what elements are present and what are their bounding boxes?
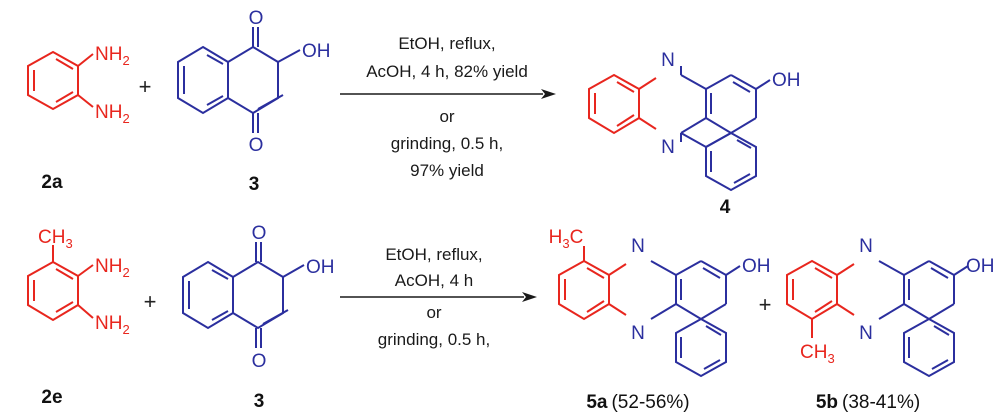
compound-2a-label: 2a bbox=[41, 172, 63, 193]
compound-5a-n-bottom: N bbox=[631, 323, 645, 344]
compound-4-label: 4 bbox=[720, 197, 731, 218]
compound-3-o-bottom-r1: O bbox=[249, 135, 264, 156]
compound-2e-nh2-top: NH2 bbox=[95, 256, 130, 280]
compound-5a-n-top: N bbox=[631, 236, 645, 257]
reaction1-condition-line2: AcOH, 4 h, 82% yield bbox=[366, 62, 528, 81]
compound-4-n-bottom: N bbox=[661, 137, 675, 158]
compound-5b-oh: OH bbox=[966, 256, 995, 277]
compound-3-o-bottom-r2: O bbox=[252, 351, 267, 372]
compound-2e-nh2-bottom: NH2 bbox=[95, 313, 130, 337]
compound-5a-label: 5a(52-56%) bbox=[586, 392, 689, 413]
compound-4-n-top: N bbox=[661, 50, 675, 71]
compound-5b-structure bbox=[786, 259, 969, 378]
reaction1-condition-yield: 97% yield bbox=[410, 161, 484, 180]
compound-2a-nh2-bottom: NH2 bbox=[95, 102, 130, 126]
compound-3-oh-r2: OH bbox=[306, 257, 335, 278]
reaction2-condition-line2: AcOH, 4 h bbox=[395, 271, 473, 290]
compound-5b-label: 5b(38-41%) bbox=[816, 392, 920, 413]
compound-5a-oh: OH bbox=[742, 256, 771, 277]
compound-4-structure bbox=[588, 66, 771, 192]
reaction2-arrow bbox=[340, 292, 537, 302]
reaction1-condition-grinding: grinding, 0.5 h, bbox=[391, 134, 503, 153]
reaction2-condition-or: or bbox=[426, 303, 441, 322]
compound-5a-structure bbox=[558, 246, 741, 378]
compound-2a-nh2-top: NH2 bbox=[95, 44, 130, 68]
compound-3-structure-r1 bbox=[177, 27, 301, 133]
compound-5a-h3c: H3C bbox=[549, 227, 584, 251]
compound-5b-n-top: N bbox=[859, 236, 873, 257]
compound-3-o-top-r1: O bbox=[249, 8, 264, 29]
reaction1-plus: + bbox=[139, 74, 152, 99]
compound-5b-n-bottom: N bbox=[859, 323, 873, 344]
compound-2e-label: 2e bbox=[41, 387, 62, 408]
compound-5b-ch3: CH3 bbox=[800, 342, 835, 366]
compound-4-oh: OH bbox=[772, 70, 801, 91]
compound-2a-structure bbox=[27, 50, 94, 111]
compound-3-label-r2: 3 bbox=[254, 391, 265, 412]
compound-3-o-top-r2: O bbox=[252, 223, 267, 244]
products-plus: + bbox=[759, 292, 772, 317]
reaction2-condition-line1: EtOH, reflux, bbox=[385, 245, 482, 264]
reaction1-arrow bbox=[340, 89, 556, 99]
reaction1-condition-or: or bbox=[439, 107, 454, 126]
compound-3-structure-r2 bbox=[182, 242, 305, 348]
compound-3-oh-r1: OH bbox=[302, 41, 331, 62]
reaction1-condition-line1: EtOH, reflux, bbox=[398, 34, 495, 53]
reaction2-condition-grinding: grinding, 0.5 h, bbox=[378, 330, 490, 349]
compound-2e-structure bbox=[27, 245, 94, 322]
compound-3-label-r1: 3 bbox=[249, 174, 260, 195]
compound-2e-ch3: CH3 bbox=[38, 227, 73, 251]
reaction2-plus: + bbox=[144, 289, 157, 314]
